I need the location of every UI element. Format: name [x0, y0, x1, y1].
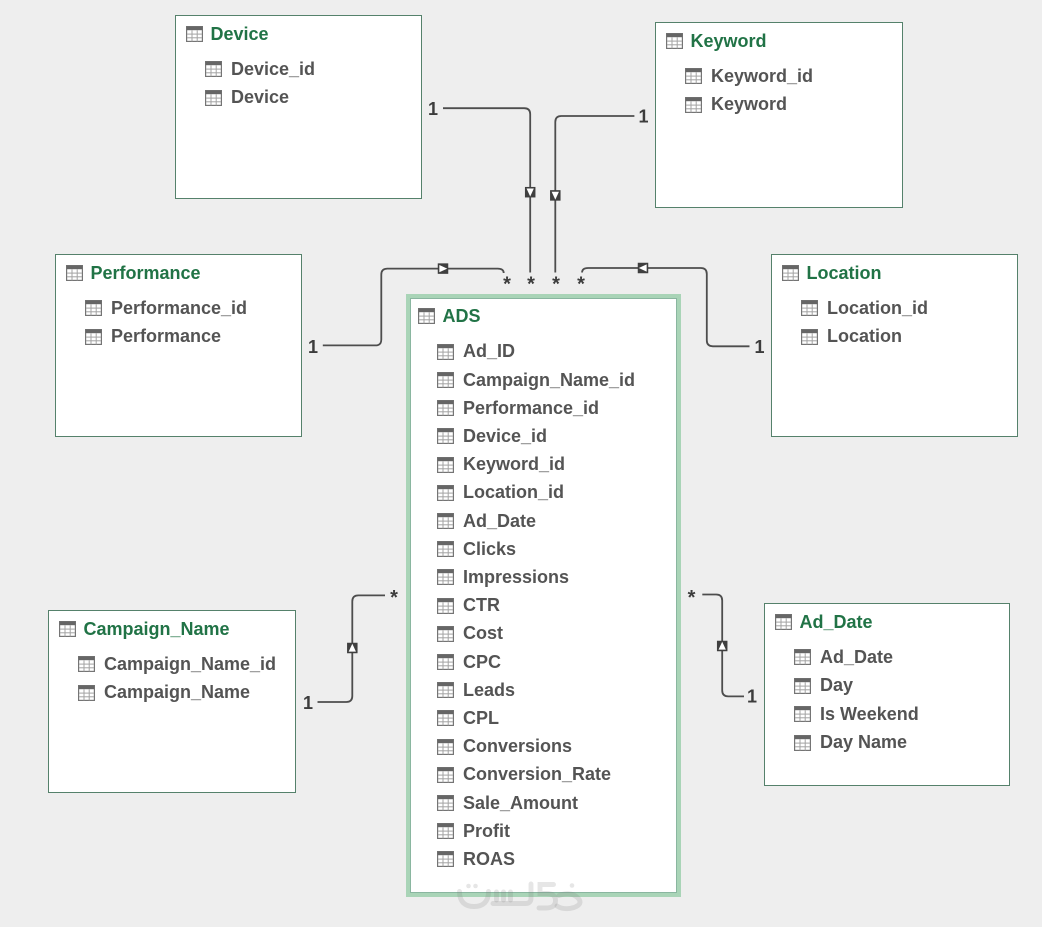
svg-text:*: * — [390, 587, 398, 609]
svg-text:1: 1 — [638, 107, 648, 127]
svg-text:1: 1 — [428, 99, 438, 119]
svg-text:*: * — [503, 274, 511, 296]
svg-text:1: 1 — [747, 687, 757, 707]
svg-text:*: * — [552, 274, 560, 296]
svg-text:1: 1 — [308, 337, 318, 357]
svg-text:1: 1 — [303, 693, 313, 713]
svg-text:*: * — [688, 587, 696, 609]
svg-text:1: 1 — [754, 337, 764, 357]
svg-text:*: * — [577, 274, 585, 296]
svg-text:*: * — [527, 274, 535, 296]
